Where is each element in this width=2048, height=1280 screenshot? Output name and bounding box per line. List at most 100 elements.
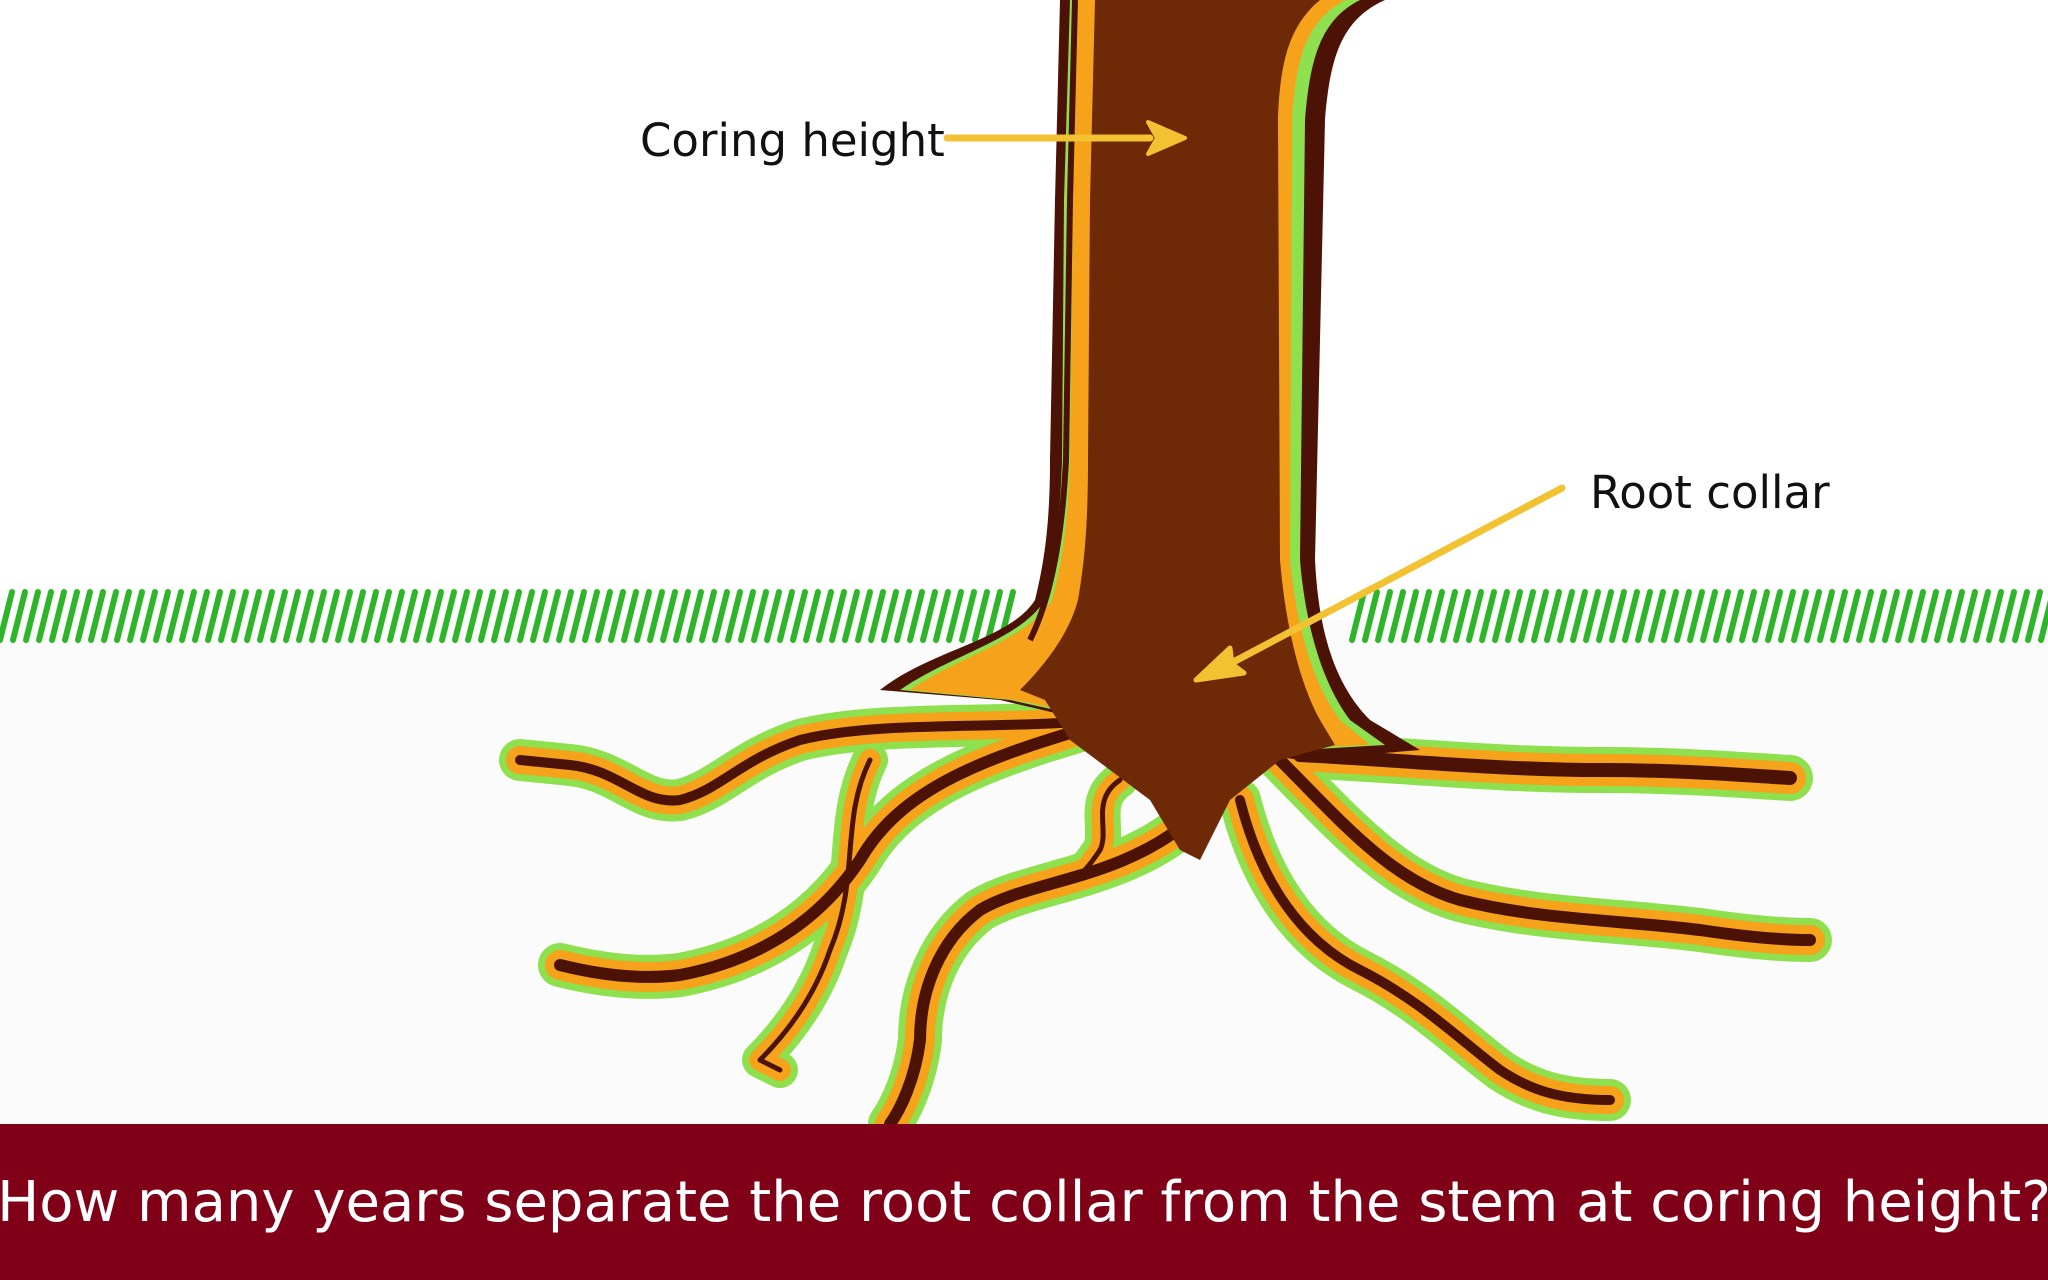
yellow-arrow-icon <box>1193 645 1247 683</box>
grass-blade <box>699 589 717 643</box>
grass-blade <box>1505 589 1523 643</box>
grass-blade <box>1531 589 1549 643</box>
grass-blade <box>608 589 626 643</box>
grass-blade <box>127 589 145 643</box>
grass-blade <box>816 589 834 643</box>
grass-blade <box>1622 589 1640 643</box>
question-banner: How many years separate the root collar … <box>0 1124 2048 1280</box>
grass-blade <box>1700 589 1718 643</box>
grass-blade <box>231 589 249 643</box>
root <box>554 724 1086 983</box>
root <box>757 757 873 1073</box>
grass-blade <box>764 589 782 643</box>
root-system <box>499 699 1832 1146</box>
grass-blade <box>1635 589 1653 643</box>
grass-blade <box>322 589 340 643</box>
grass-blade <box>0 589 15 643</box>
grass-blade <box>1557 589 1575 643</box>
grass-blade <box>1765 589 1783 643</box>
grass-blade <box>309 589 327 643</box>
grass-blade <box>972 589 990 643</box>
root <box>515 715 1105 806</box>
grass-blade <box>1570 589 1588 643</box>
grass-blade <box>1544 589 1562 643</box>
grass-blade <box>257 589 275 643</box>
grass-blade <box>1388 589 1406 643</box>
grass-blade <box>1687 589 1705 643</box>
grass-blade <box>803 589 821 643</box>
grass-blade <box>595 589 613 643</box>
grass-blade <box>465 589 483 643</box>
grass-blade <box>907 589 925 643</box>
grass-blade <box>517 589 535 643</box>
grass-blade <box>673 589 691 643</box>
grass-blade <box>1518 589 1536 643</box>
grass-blade <box>855 589 873 643</box>
grass-blade <box>712 589 730 643</box>
grass-blade <box>1453 589 1471 643</box>
grass-blade <box>621 589 639 643</box>
root <box>1235 795 1615 1105</box>
grass-blade <box>1791 589 1809 643</box>
grass-blade <box>2038 599 2048 643</box>
grass-blade <box>1661 589 1679 643</box>
grass-blade <box>88 589 106 643</box>
grass-blade <box>1817 589 1835 643</box>
grass-blade <box>1908 589 1926 643</box>
grass-blade <box>1869 589 1887 643</box>
grass-blade <box>504 589 522 643</box>
root <box>1293 748 1797 785</box>
grass-blade <box>23 589 41 643</box>
grass-blade <box>1804 589 1822 643</box>
grass-blade <box>270 589 288 643</box>
grass-blade <box>205 589 223 643</box>
grass-blade <box>1440 589 1458 643</box>
grass-blade <box>283 589 301 643</box>
grass-blade <box>790 589 808 643</box>
grass-blade <box>1726 589 1744 643</box>
grass-blade <box>400 589 418 643</box>
grass-blade <box>244 589 262 643</box>
grass-blade <box>751 589 769 643</box>
grass-blade <box>647 589 665 643</box>
root-collar-label: Root collar <box>1590 466 1830 519</box>
grass-blade <box>439 589 457 643</box>
grass-blade <box>556 589 574 643</box>
grass-blade <box>179 589 197 643</box>
grass-blade <box>634 589 652 643</box>
grass-blade <box>738 589 756 643</box>
grass-blade <box>296 589 314 643</box>
grass-line <box>0 589 2048 643</box>
grass-blade <box>582 589 600 643</box>
grass-blade <box>777 589 795 643</box>
grass-blade <box>1895 589 1913 643</box>
grass-blade <box>478 589 496 643</box>
grass-blade <box>218 589 236 643</box>
grass-blade <box>387 589 405 643</box>
grass-blade <box>335 589 353 643</box>
grass-blade <box>491 589 509 643</box>
grass-blade <box>374 589 392 643</box>
grass-blade <box>543 589 561 643</box>
root <box>1274 754 1816 946</box>
grass-blade <box>933 589 951 643</box>
grass-blade <box>452 589 470 643</box>
grass-blade <box>1713 589 1731 643</box>
grass-blade <box>920 589 938 643</box>
grass-blade <box>1973 589 1991 643</box>
grass-blade <box>985 589 1003 643</box>
root <box>1077 777 1123 878</box>
grass-blade <box>829 589 847 643</box>
grass-blade <box>842 589 860 643</box>
trunk-inner-line <box>1027 0 1078 642</box>
grass-blade <box>1401 589 1419 643</box>
grass-blade <box>1609 589 1627 643</box>
grass-blade <box>1648 589 1666 643</box>
grass-blade <box>36 589 54 643</box>
coring-height-arrow <box>943 120 1187 156</box>
grass-blade <box>1349 589 1367 643</box>
grass-blade <box>101 589 119 643</box>
grass-blade <box>2025 589 2043 643</box>
